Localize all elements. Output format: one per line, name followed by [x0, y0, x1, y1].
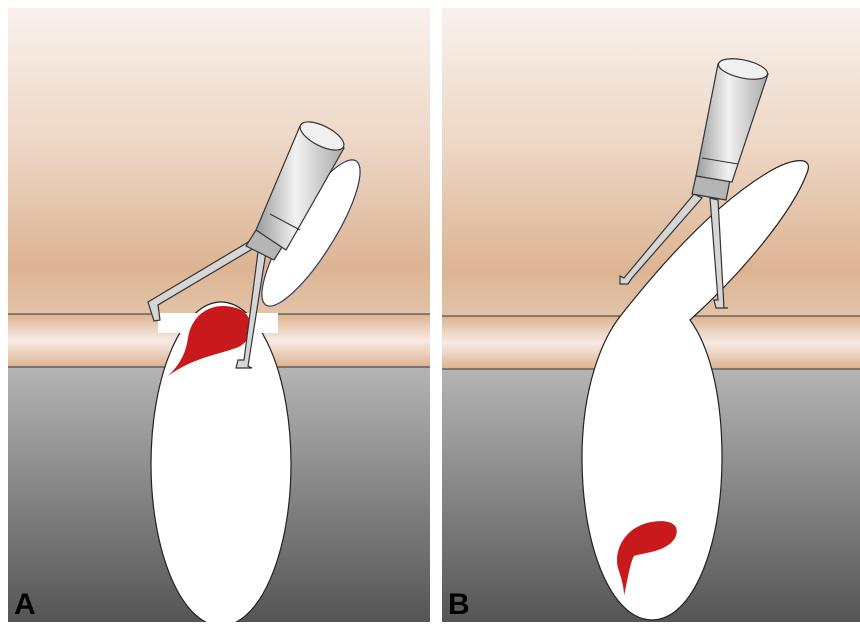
panel-a: A	[8, 8, 430, 622]
panel-label-a: A	[14, 590, 36, 620]
panel-label-b: B	[448, 590, 470, 620]
panel-b-illustration	[442, 8, 860, 622]
panel-a-illustration	[8, 8, 430, 622]
panel-b: B	[442, 8, 860, 622]
